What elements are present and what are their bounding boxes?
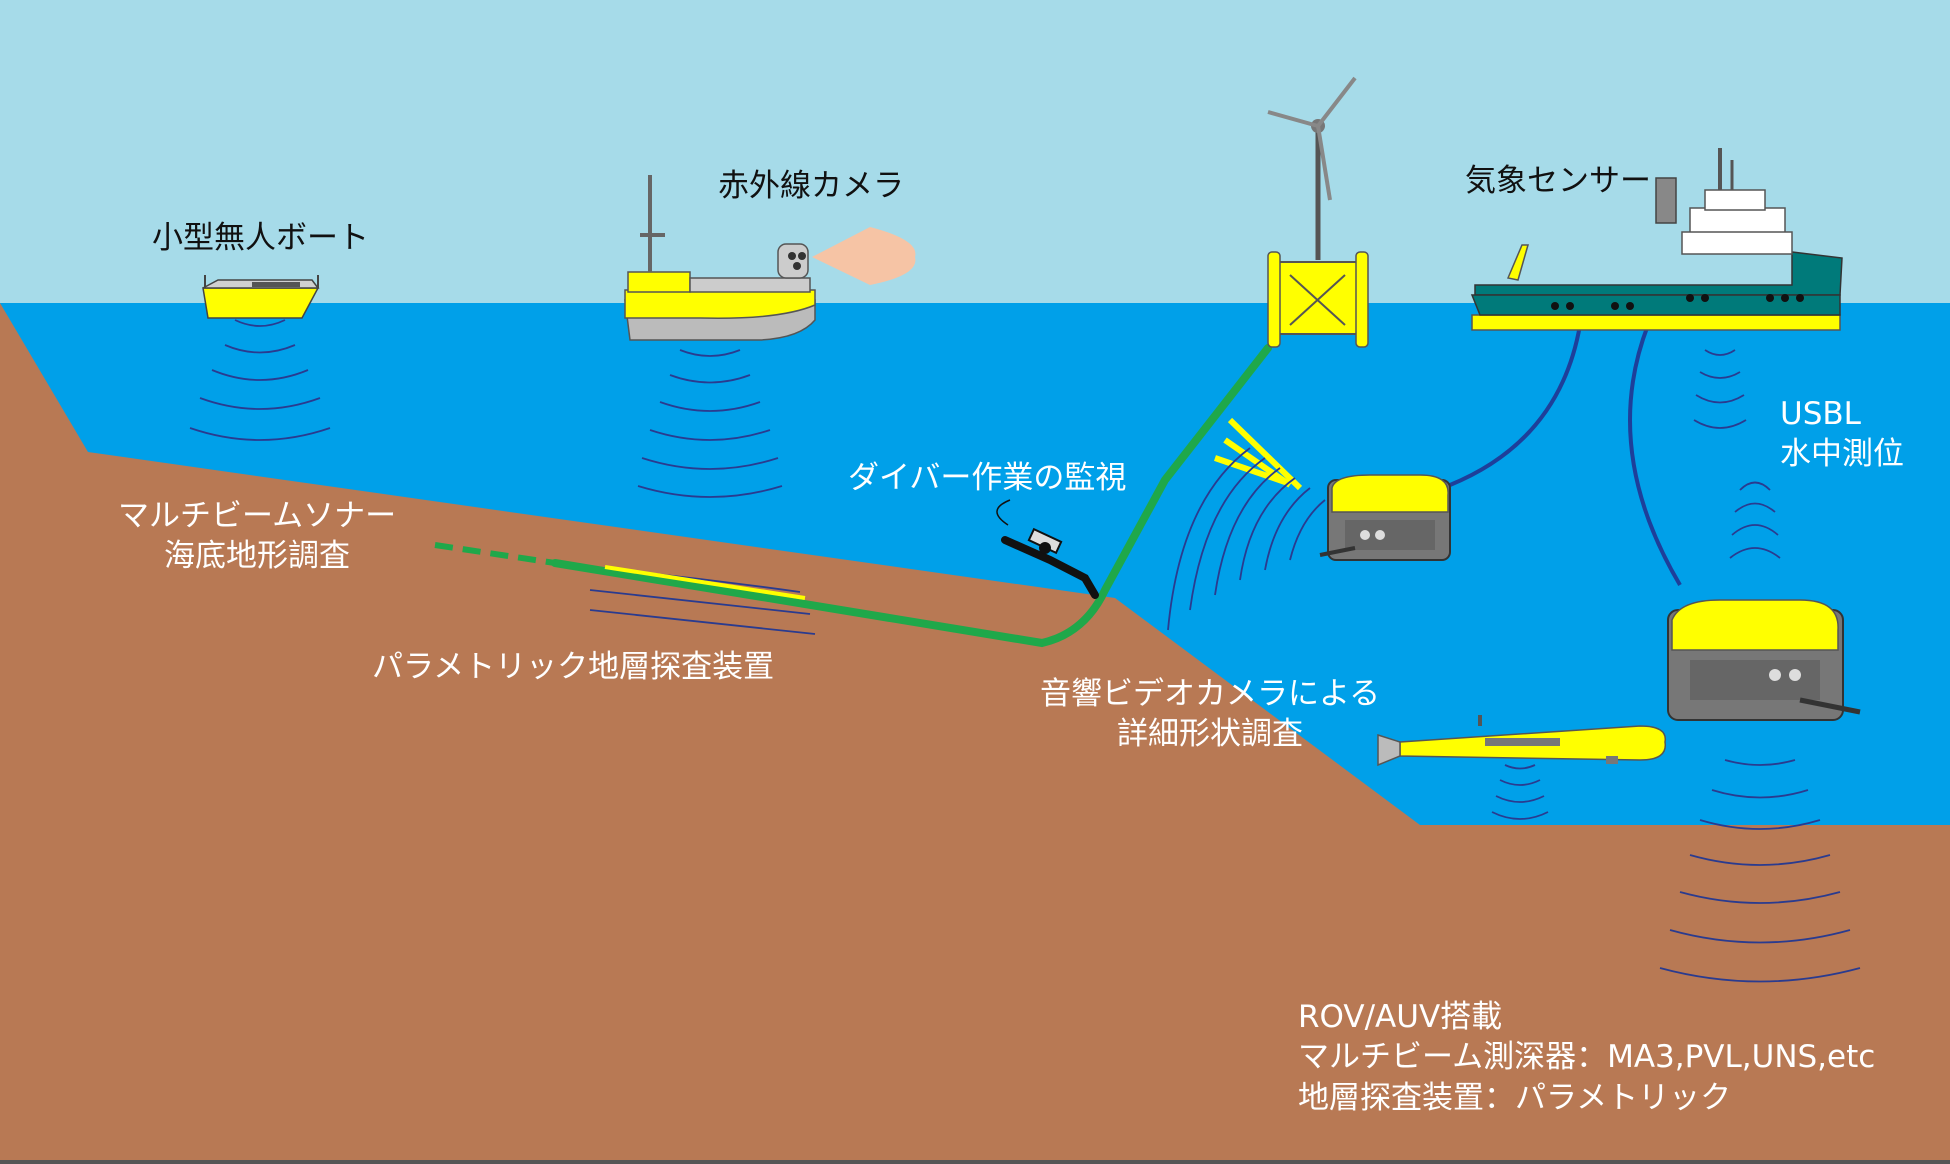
ir-camera-beam	[812, 227, 916, 285]
bottom-trim	[0, 1160, 1950, 1164]
label-ir-camera: 赤外線カメラ	[718, 168, 904, 204]
label-usbl: USBL 水中測位	[1780, 394, 1904, 475]
usv-icon	[202, 275, 320, 319]
label-multibeam-line2: 海底地形調査	[164, 538, 351, 575]
label-small-usv: 小型無人ボート	[152, 220, 369, 256]
tethers	[1449, 324, 1682, 587]
label-parametric: パラメトリック地層探査装置	[372, 649, 775, 685]
auv-icon	[1377, 715, 1667, 767]
label-acoustic-line2: 詳細形状調査	[1117, 716, 1304, 753]
diver-icon	[996, 499, 1099, 599]
label-diver: ダイバー作業の監視	[848, 460, 1127, 496]
label-payload: ROV/AUV搭載 マルチビーム測深器：MA3,PVL,UNS,etc 地層探査…	[1298, 997, 1875, 1118]
label-payload-line2: マルチビーム測深器：MA3,PVL,UNS,etc	[1298, 1039, 1876, 1076]
sky	[0, 0, 1950, 303]
rov-icon	[1319, 474, 1451, 561]
label-multibeam-line1: マルチビームソナー	[118, 498, 397, 534]
cable	[434, 344, 1272, 648]
wind-turbine-icon	[1267, 76, 1369, 348]
label-usbl-line2: 水中測位	[1780, 436, 1904, 473]
label-multibeam: マルチビームソナー 海底地形調査	[118, 496, 396, 577]
label-acoustic-camera: 音響ビデオカメラによる 詳細形状調査	[1040, 674, 1380, 755]
label-payload-line3: 地層探査装置：パラメトリック	[1298, 1079, 1732, 1116]
ir-camera-boat-icon	[624, 175, 916, 341]
sonar-arcs	[189, 319, 1861, 983]
label-weather-sensor: 気象センサー	[1465, 163, 1651, 199]
label-acoustic-line1: 音響ビデオカメラによる	[1040, 676, 1381, 712]
rov-icon-2	[1667, 599, 1861, 721]
support-vessel-icon	[1470, 148, 1843, 331]
seabed	[0, 303, 1950, 1164]
label-payload-line1: ROV/AUV搭載	[1298, 999, 1503, 1035]
label-usbl-line1: USBL	[1780, 396, 1861, 432]
